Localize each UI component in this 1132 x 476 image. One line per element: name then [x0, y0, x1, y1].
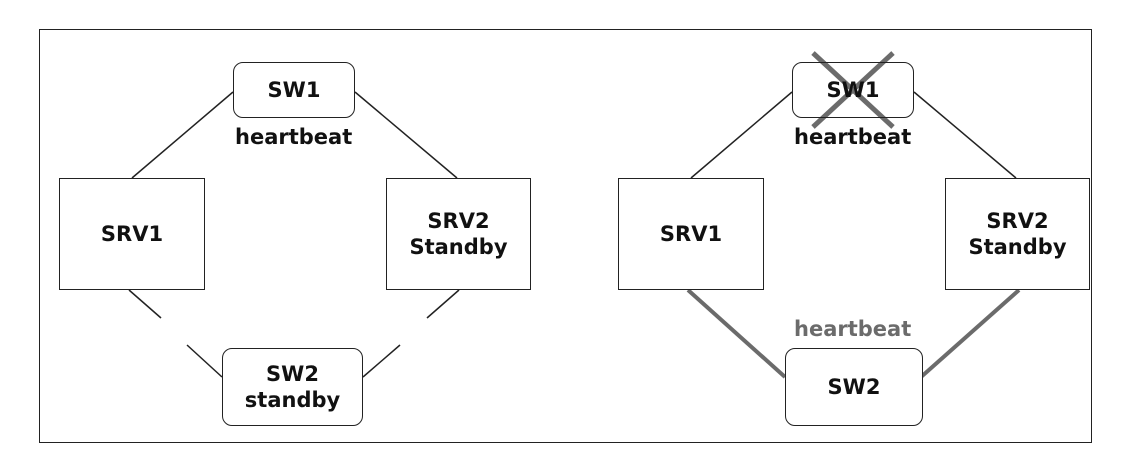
left-srv1-node: SRV1: [59, 178, 205, 290]
right-sw1-node: SW1: [792, 62, 914, 118]
right-sw1-label: SW1: [826, 77, 880, 102]
left-sw1-node: SW1: [233, 62, 355, 118]
left-srv2-status: Standby: [409, 235, 508, 259]
left-srv2-node: SRV2 Standby: [386, 178, 531, 290]
left-sw2-status: standby: [244, 388, 341, 412]
diagram-frame: [39, 29, 1092, 443]
left-link-srv1-sw2: [128, 289, 162, 319]
left-link-sw1-srv2: [354, 91, 458, 179]
left-sw1-heartbeat-label: heartbeat: [235, 125, 353, 149]
right-sw2-label: SW2: [827, 374, 881, 399]
right-sw1-heartbeat-label: heartbeat: [794, 125, 912, 149]
left-srv2-label: SRV2: [427, 208, 490, 233]
right-sw2-heartbeat-label: heartbeat: [794, 317, 912, 341]
left-link-srv2-sw2: [426, 289, 460, 319]
cross-mark-icon: [811, 51, 895, 129]
left-sw2-label: SW2: [266, 361, 319, 386]
left-sw1-label: SW1: [267, 77, 321, 102]
left-link-sw2-srv2: [362, 344, 401, 378]
right-link-sw1-srv1: [690, 91, 793, 179]
right-srv1-node: SRV1: [618, 178, 764, 290]
right-srv1-label: SRV1: [659, 221, 723, 246]
left-link-sw2-srv1: [186, 344, 223, 378]
left-link-sw1-srv1: [131, 91, 234, 179]
left-srv1-label: SRV1: [100, 221, 164, 246]
right-srv2-node: SRV2 Standby: [945, 178, 1090, 290]
right-link-sw1-srv2: [913, 91, 1017, 179]
right-link-srv1-sw2: [686, 288, 787, 379]
left-sw2-node: SW2 standby: [222, 348, 363, 426]
right-link-srv2-sw2: [919, 288, 1021, 379]
right-sw2-node: SW2: [785, 348, 923, 426]
right-srv2-status: Standby: [968, 235, 1067, 259]
right-srv2-label: SRV2: [986, 208, 1049, 233]
